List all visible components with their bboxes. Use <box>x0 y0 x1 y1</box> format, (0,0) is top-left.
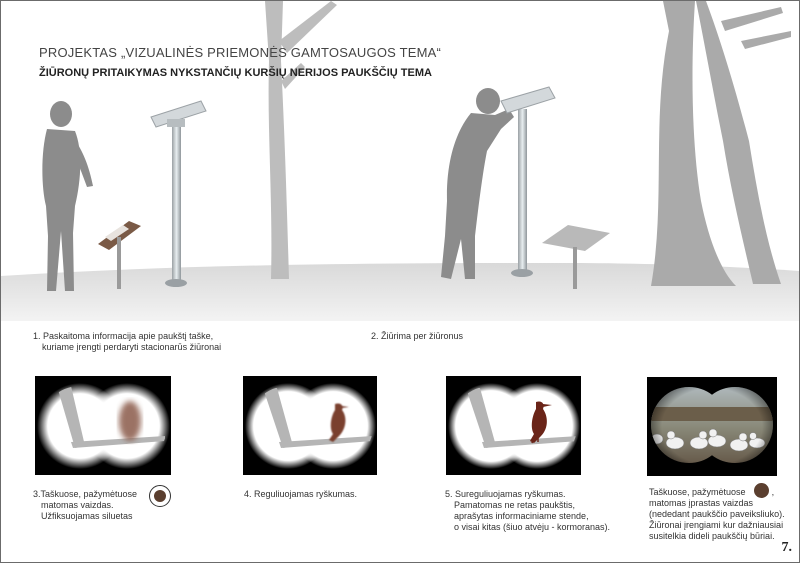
page-number: 7. <box>781 540 793 555</box>
view3-caption: 5. Sureguliuojamas ryškumas. Pamatomas n… <box>445 489 611 532</box>
person-reading-silhouette <box>42 101 93 291</box>
person-looking-silhouette <box>441 88 514 279</box>
step1-caption: 1. Paskaitoma informacija apie paukštį t… <box>33 331 222 352</box>
tree-left <box>265 1 337 279</box>
scene-illustration <box>1 1 799 321</box>
info-stand-right <box>542 225 610 289</box>
marker-point-icon <box>149 485 171 507</box>
telescope-left <box>150 100 207 287</box>
view2-caption: 4. Reguliuojamas ryškumas. <box>244 489 358 499</box>
project-subtitle: ŽIŪRONŲ PRITAIKYMAS NYKSTANČIŲ KURŠIŲ NE… <box>39 67 432 79</box>
cormorant-bird <box>530 401 552 444</box>
view4-caption: Taškuose, pažymėtuose, matomas įprastas … <box>649 487 785 541</box>
telescope-right <box>500 86 556 277</box>
binocular-view-gulls <box>647 377 777 476</box>
marker-dot-icon <box>754 483 769 498</box>
binocular-view-blurred <box>35 376 171 475</box>
binocular-view-adjusting <box>243 376 377 475</box>
view1-caption: 3.Taškuose, pažymėtuose matomas vaizdas.… <box>33 489 138 521</box>
step2-caption: 2. Žiūrima per žiūronus <box>371 331 464 341</box>
ground <box>1 263 799 321</box>
tree-right <box>651 1 791 286</box>
info-stand-left <box>98 221 141 289</box>
project-title: PROJEKTAS „VIZUALINĖS PRIEMONĖS GAMTOSAU… <box>39 45 442 60</box>
binocular-view-cormorant <box>446 376 581 475</box>
